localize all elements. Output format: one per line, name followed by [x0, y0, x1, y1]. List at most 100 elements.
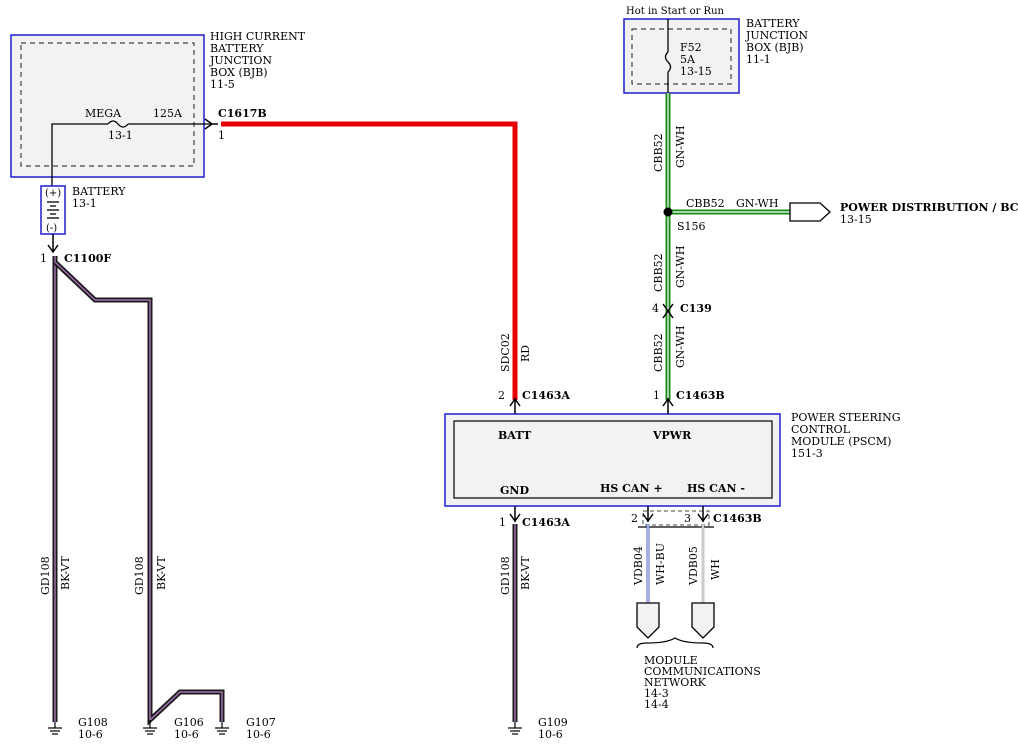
wire-cbb52 — [665, 93, 790, 400]
mega-fuse-icon — [107, 120, 129, 128]
high-current-bjb: HIGH CURRENT BATTERY JUNCTION BOX (BJB) … — [10, 30, 306, 186]
battery-label: BATTERY — [72, 185, 126, 198]
c1463b-bot-name: C1463B — [713, 512, 762, 525]
c1463b-bot-connector — [638, 506, 714, 528]
f52-fuse-icon — [664, 51, 672, 73]
f52-name: F52 — [680, 41, 702, 54]
gd108-color-2: BK-VT — [155, 556, 168, 590]
bjb-page: 11-1 — [746, 53, 771, 66]
c1100f-name: C1100F — [64, 252, 111, 265]
pscm-gnd: GND — [500, 484, 529, 497]
sdc02-circuit: SDC02 — [499, 333, 512, 372]
battery-symbol: (+) (-) BATTERY 13-1 — [40, 185, 126, 235]
c139-pin: 4 — [652, 302, 659, 315]
cbb52-color-1: GN-WH — [674, 126, 687, 168]
vdb04-color: WH-BU — [654, 543, 667, 585]
g107-name: G107 — [246, 716, 276, 729]
gd108-circuit-3: GD108 — [499, 556, 512, 595]
mega-fuse-name: MEGA — [85, 107, 122, 120]
vdb04-circuit: VDB04 — [632, 546, 645, 586]
c1617b-name: C1617B — [218, 107, 267, 120]
gd108-circuit-2: GD108 — [133, 556, 146, 595]
mcn-page1: 14-3 — [644, 687, 669, 700]
c1100f-connector: 1 C1100F — [40, 234, 111, 265]
vdb05-color: WH — [709, 559, 722, 580]
bjb-line2: JUNCTION — [745, 29, 808, 42]
mcn-connector-2-icon — [691, 602, 715, 639]
hcbjb-line1: HIGH CURRENT — [210, 30, 306, 43]
hcbjb-line3: JUNCTION — [209, 54, 272, 67]
mcn-line2: COMMUNICATIONS — [644, 665, 761, 678]
g108-page: 10-6 — [78, 728, 103, 741]
splice-name: S156 — [677, 220, 706, 233]
hcbjb-page: 11-5 — [210, 78, 235, 91]
c1463b-top-name: C1463B — [676, 389, 725, 402]
mcn-line3: NETWORK — [644, 676, 707, 689]
pscm-vpwr: VPWR — [652, 429, 692, 442]
hcbjb-line2: BATTERY — [210, 42, 264, 55]
c1463b-bot-pin2: 2 — [631, 512, 638, 525]
mcn-connector-1-icon — [636, 602, 660, 639]
vdb05-circuit: VDB05 — [687, 546, 700, 586]
pscm-page: 151-3 — [791, 447, 823, 460]
pscm-hscan-minus: HS CAN - — [687, 482, 745, 495]
pscm-module: BATT VPWR GND HS CAN + HS CAN - — [444, 413, 781, 507]
c1617b-pin: 1 — [218, 129, 225, 142]
g109-name: G109 — [538, 716, 568, 729]
cbb52-circuit-3: CBB52 — [652, 333, 665, 372]
power-distribution-connector-icon — [789, 202, 831, 222]
wire-sdc02 — [221, 121, 518, 400]
ground-g109-icon — [508, 722, 522, 735]
battery-page: 13-1 — [72, 197, 97, 210]
mcn-line1: MODULE — [644, 654, 698, 667]
ground-g106-icon — [143, 720, 157, 735]
gd108-circuit-1: GD108 — [39, 556, 52, 595]
gd108-color-3: BK-VT — [519, 556, 532, 590]
splice-s156-icon — [663, 207, 673, 217]
mcn-brace-icon — [636, 637, 714, 649]
cbb52-circuit-h: CBB52 — [686, 197, 725, 210]
g107-page: 10-6 — [246, 728, 271, 741]
c1463b-top-connector — [662, 397, 674, 414]
c1463b-top-pin: 1 — [653, 389, 660, 402]
pscm-line1: POWER STEERING — [791, 411, 901, 424]
mega-fuse-amp: 125A — [153, 107, 183, 120]
bjb-line3: BOX (BJB) — [746, 41, 804, 54]
battery-plus: (+) — [45, 188, 61, 199]
c1463a-bot-pin: 1 — [499, 516, 506, 529]
power-dist-label: POWER DISTRIBUTION / BCM — [840, 201, 1018, 214]
f52-ref: 13-15 — [680, 65, 712, 78]
g108-name: G108 — [78, 716, 108, 729]
c1463a-top-pin: 2 — [498, 389, 505, 402]
g106-name: G106 — [174, 716, 204, 729]
c139-name: C139 — [680, 302, 712, 315]
bjb-box: F52 5A 13-15 — [623, 18, 740, 94]
hcbjb-line4: BOX (BJB) — [210, 66, 268, 79]
bjb-line1: BATTERY — [746, 17, 800, 30]
c1617b-connector: C1617B 1 — [204, 107, 267, 142]
c1463b-bot-pin3: 3 — [684, 512, 691, 525]
pscm-batt: BATT — [498, 429, 532, 442]
g106-page: 10-6 — [174, 728, 199, 741]
g109-page: 10-6 — [538, 728, 563, 741]
power-dist-page: 13-15 — [840, 213, 872, 226]
pscm-line3: MODULE (PSCM) — [791, 435, 891, 448]
mcn-page2: 14-4 — [644, 698, 669, 711]
cbb52-color-2: GN-WH — [674, 246, 687, 288]
gd108-color-1: BK-VT — [59, 556, 72, 590]
cbb52-color-h: GN-WH — [736, 197, 778, 210]
pscm-hscan-plus: HS CAN + — [600, 482, 663, 495]
battery-minus: (-) — [46, 223, 57, 234]
c1463a-bot-name: C1463A — [522, 516, 570, 529]
pscm-line2: CONTROL — [791, 423, 851, 436]
mega-fuse-ref: 13-1 — [108, 129, 133, 142]
cbb52-circuit-1: CBB52 — [652, 133, 665, 172]
c139-connector — [662, 303, 674, 319]
cbb52-color-3: GN-WH — [674, 326, 687, 368]
cbb52-circuit-2: CBB52 — [652, 253, 665, 292]
c1100f-pin: 1 — [40, 252, 47, 265]
f52-amp: 5A — [680, 53, 696, 66]
c1463a-top-connector — [509, 397, 521, 414]
